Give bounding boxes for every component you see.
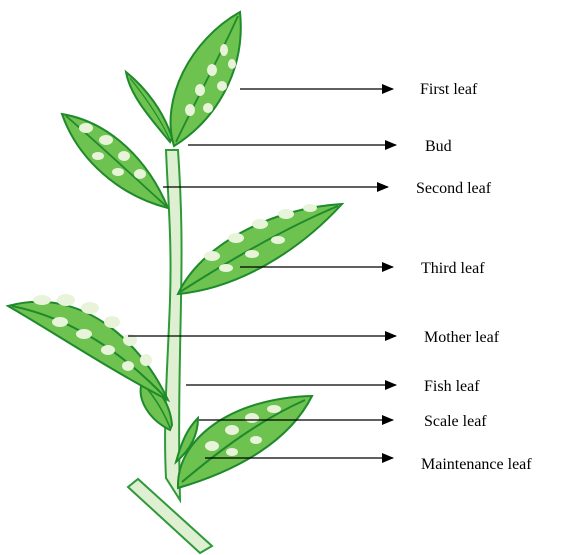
bud — [126, 72, 172, 142]
label-first-leaf: First leaf — [420, 81, 478, 98]
stem-cut-base — [128, 479, 212, 553]
label-second-leaf: Second leaf — [416, 180, 492, 197]
label-scale-leaf: Scale leaf — [424, 413, 487, 430]
maintenance-leaf — [178, 396, 312, 488]
main-stem — [165, 150, 181, 500]
first-leaf — [171, 12, 241, 146]
label-maintenance-leaf: Maintenance leaf — [421, 456, 532, 473]
labels: First leaf Bud Second leaf Third leaf Mo… — [416, 81, 532, 473]
third-leaf — [178, 204, 342, 294]
label-third-leaf: Third leaf — [421, 260, 485, 277]
label-mother-leaf: Mother leaf — [424, 329, 500, 346]
label-bud: Bud — [425, 138, 452, 155]
tea-plant-illustration — [8, 12, 342, 553]
second-leaf — [62, 114, 168, 208]
mother-leaf — [8, 294, 168, 400]
label-fish-leaf: Fish leaf — [424, 378, 480, 395]
